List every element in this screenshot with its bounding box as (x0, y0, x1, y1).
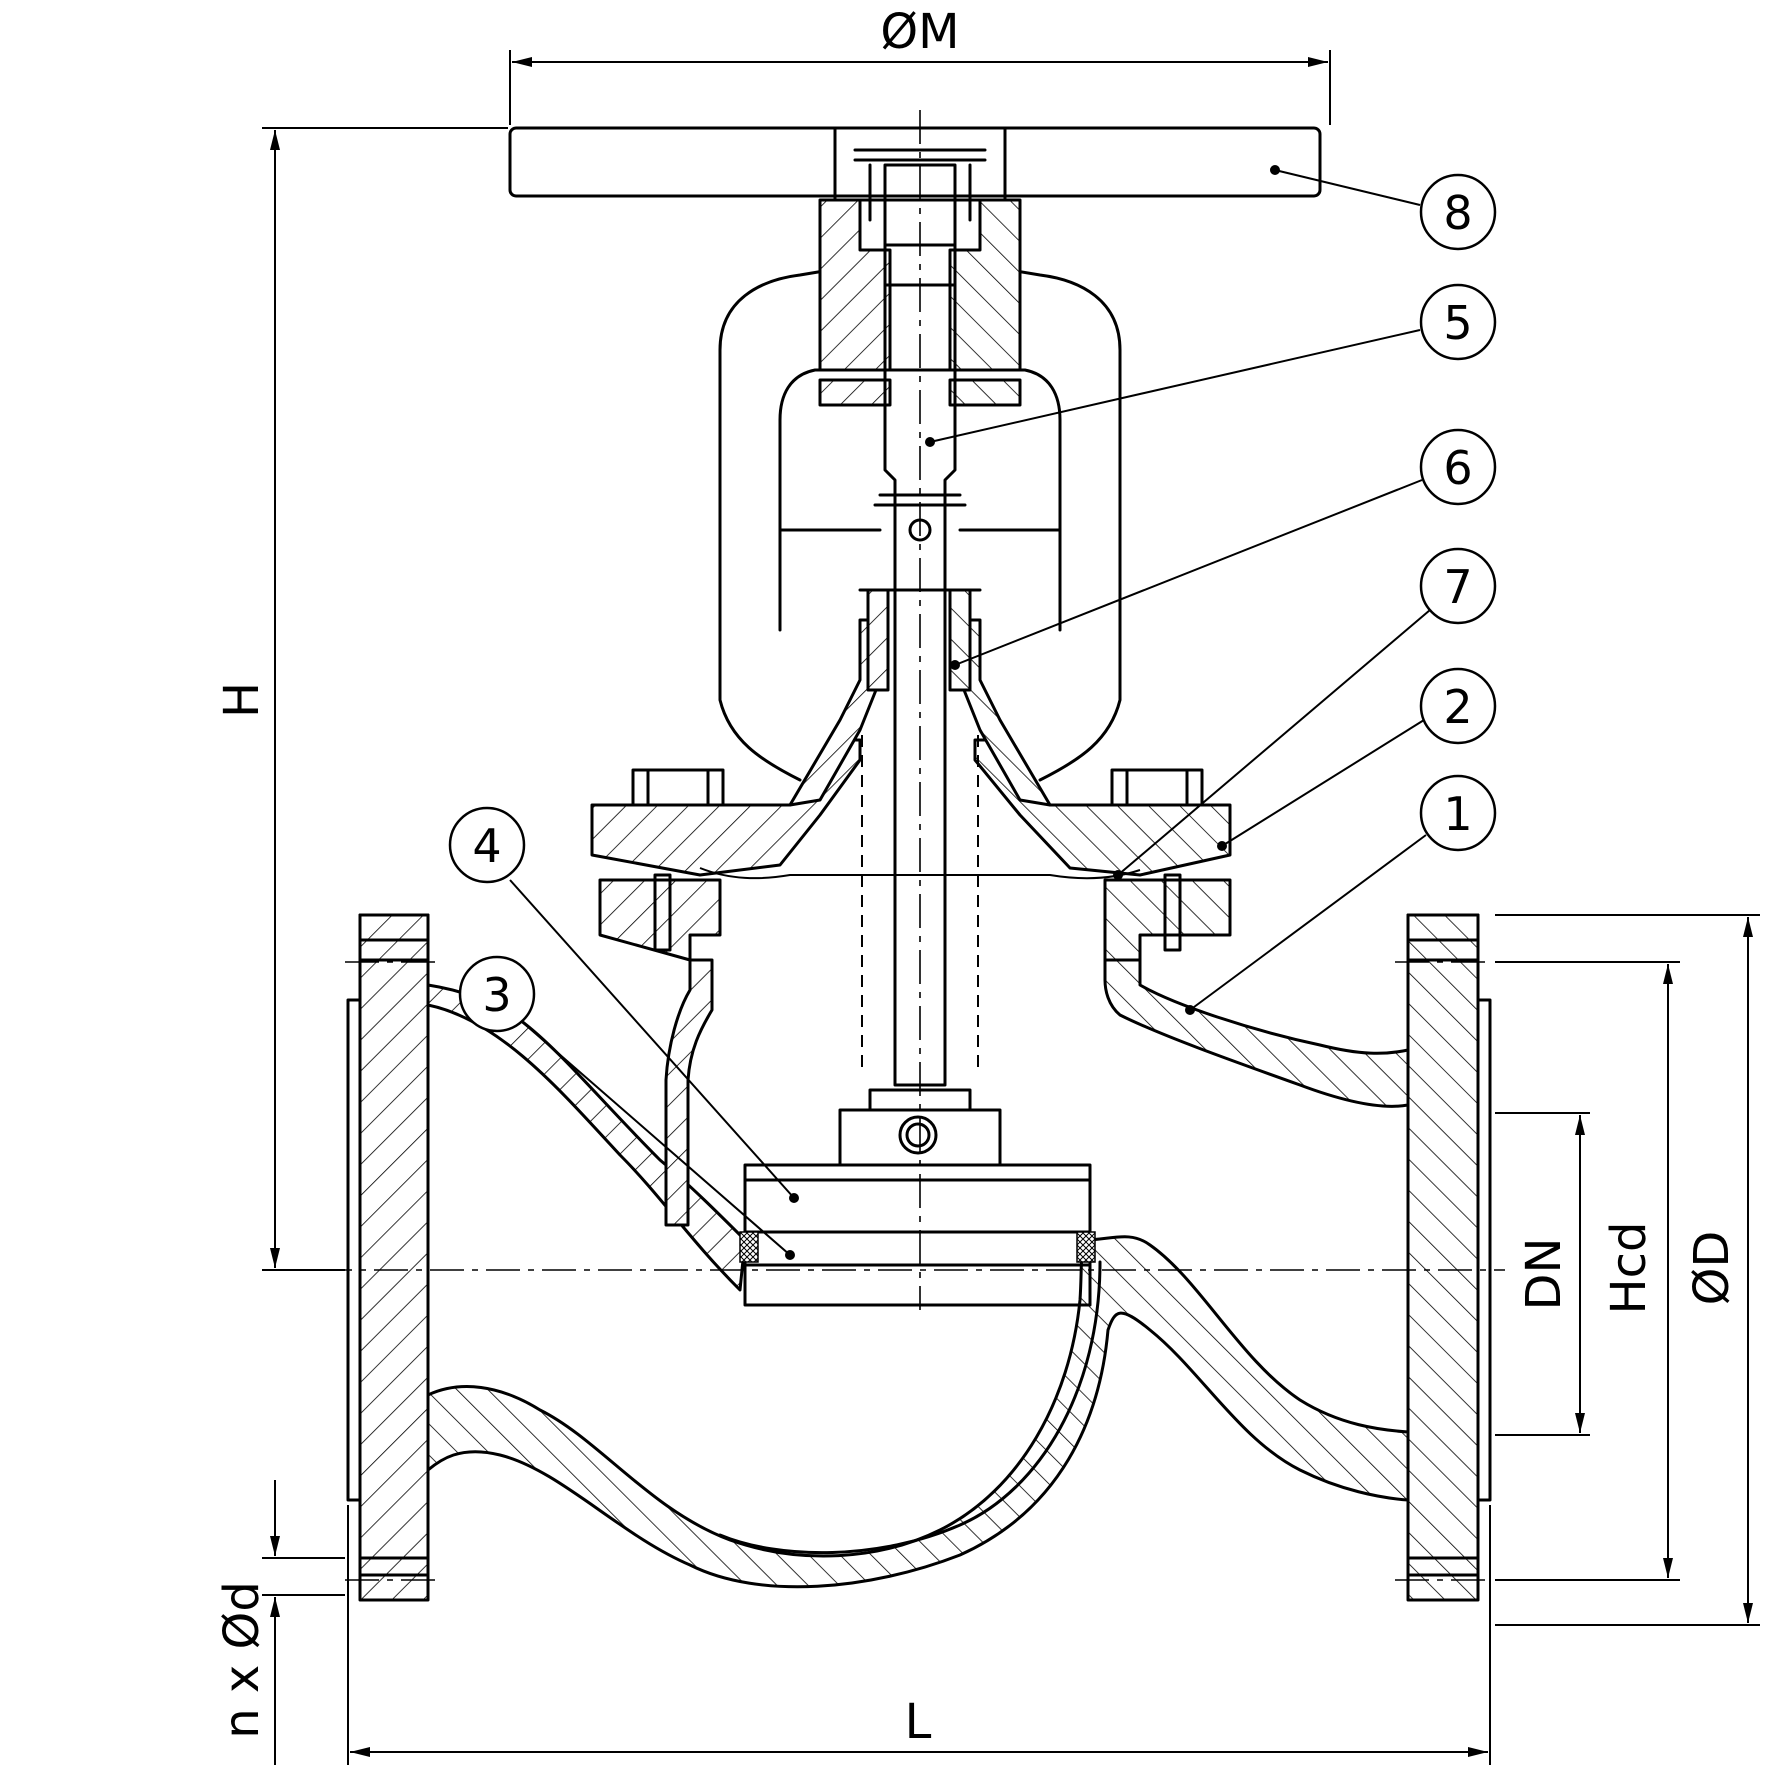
callout-label: 2 (1443, 680, 1472, 734)
body-flange-right (1103, 878, 1232, 962)
body-neck-left (664, 958, 714, 1227)
gland-left (866, 588, 890, 692)
bonnet-bolt-right (1110, 768, 1204, 952)
dim-label-h: H (214, 682, 270, 718)
dim-label-nd: n x Ød (214, 1581, 270, 1739)
body-upper-right-wall (1103, 958, 1410, 1108)
callout-label: 4 (472, 819, 501, 873)
callout-label: 3 (482, 968, 511, 1022)
callout-5: 5 (925, 283, 1497, 447)
dim-label-d: ØD (1684, 1231, 1740, 1306)
bonnet (590, 198, 1232, 962)
gasket (699, 867, 1141, 880)
yoke-nut-left (818, 198, 892, 372)
yoke-nut-right (948, 198, 1022, 372)
dim-label-m: ØM (880, 4, 959, 60)
yoke-outline (718, 248, 1122, 782)
dim-label-l: L (905, 1694, 932, 1750)
callout-6: 6 (950, 428, 1497, 670)
callout-4: 4 (448, 806, 799, 1203)
callout-1: 1 (1185, 774, 1497, 1015)
callout-3: 3 (458, 955, 795, 1260)
callout-2: 2 (1217, 667, 1497, 851)
callout-label: 7 (1443, 560, 1472, 614)
bonnet-bolt-left (631, 768, 725, 952)
disc (743, 1088, 1092, 1234)
callout-7: 7 (1113, 547, 1497, 880)
center-lines (262, 110, 1505, 1581)
callout-label: 5 (1443, 296, 1472, 350)
yoke-inner (778, 368, 1062, 632)
seat-ring (739, 1230, 1096, 1307)
dimension-lines (262, 50, 1760, 1765)
gland-right (948, 588, 972, 692)
callout-label: 1 (1443, 787, 1472, 841)
callout-label: 8 (1443, 186, 1472, 240)
dim-label-dn: DN (1516, 1238, 1572, 1311)
callout-label: 6 (1443, 441, 1472, 495)
callout-8: 8 (1270, 165, 1497, 251)
dim-label-hcd: Hcd (1601, 1222, 1657, 1315)
left-flange (358, 913, 430, 1602)
valve-body (346, 913, 1492, 1602)
body-flange-left (598, 878, 722, 962)
right-flange (1406, 913, 1480, 1602)
body-seat-bowl (426, 1235, 1410, 1589)
handwheel (508, 126, 1322, 222)
